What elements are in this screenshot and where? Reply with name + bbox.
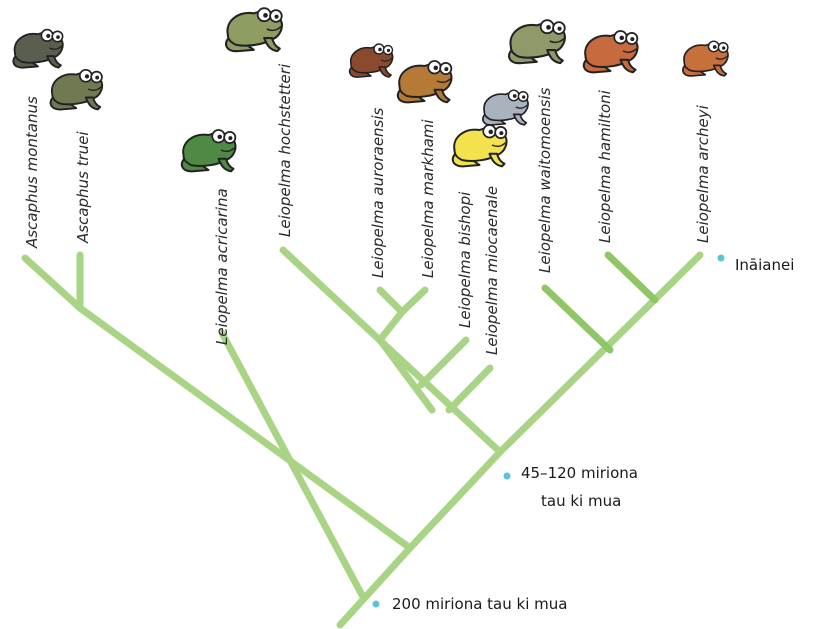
frog-icon xyxy=(13,30,62,68)
branch-aurora-markhami-stem xyxy=(380,340,432,410)
species-label-ascaphus-montanus: Ascaphus montanus xyxy=(23,96,41,249)
species-label-leiopelma-miocaenale: Leiopelma miocaenale xyxy=(483,186,501,355)
branch-aurora-markhami-node xyxy=(380,312,402,340)
middle-label-line1: 45–120 miriona xyxy=(521,464,638,482)
branch-bishopi xyxy=(421,340,466,385)
frog-icon xyxy=(683,41,728,76)
branch-acricarina xyxy=(222,333,363,597)
middle-marker-dot xyxy=(504,473,511,480)
species-label-leiopelma-markhami: Leiopelma markhami xyxy=(419,119,437,278)
branch-markhami xyxy=(402,290,425,312)
root-marker-dot xyxy=(373,601,380,608)
time-markers: Ināianei 45–120 miriona tau ki mua 200 m… xyxy=(373,255,795,614)
present-marker-dot xyxy=(718,255,725,262)
tree-branches xyxy=(25,250,700,625)
frog-icon xyxy=(584,31,638,72)
present-label: Ināianei xyxy=(735,256,794,274)
frog-icon xyxy=(483,90,528,125)
frog-icon xyxy=(350,44,393,77)
species-labels: Ascaphus montanus Ascaphus truei Leiopel… xyxy=(23,63,712,355)
branch-ascaphus-montanus xyxy=(25,258,80,308)
species-label-leiopelma-archeyi: Leiopelma archeyi xyxy=(694,104,712,243)
frog-icon xyxy=(398,61,452,102)
branch-miocaenale xyxy=(449,368,490,410)
species-label-leiopelma-acricarina: Leiopelma acricarina xyxy=(213,188,231,345)
frog-icon xyxy=(509,20,565,63)
species-label-leiopelma-waitomoensis: Leiopelma waitomoensis xyxy=(536,87,554,273)
species-label-leiopelma-hochstetteri: Leiopelma hochstetteri xyxy=(276,63,294,237)
frog-icon xyxy=(226,8,282,51)
branch-trunk xyxy=(340,548,410,625)
frog-icon xyxy=(453,125,507,166)
branch-auroraensis xyxy=(380,290,402,312)
branch-hamiltoni-node xyxy=(608,255,655,300)
branch-ascaphus-stem xyxy=(80,308,410,548)
species-label-leiopelma-bishopi: Leiopelma bishopi xyxy=(456,191,474,328)
frog-icon xyxy=(51,70,103,110)
branch-leiopelma-stem xyxy=(410,452,500,548)
branch-waitomoensis-node xyxy=(545,288,610,350)
frog-icon xyxy=(182,130,236,171)
root-label: 200 miriona tau ki mua xyxy=(392,595,567,613)
species-label-ascaphus-truei: Ascaphus truei xyxy=(74,131,92,244)
middle-label-line2: tau ki mua xyxy=(541,492,621,510)
branch-main-right xyxy=(500,255,700,452)
species-label-leiopelma-hamiltoni: Leiopelma hamiltoni xyxy=(596,89,614,243)
species-label-leiopelma-auroraensis: Leiopelma auroraensis xyxy=(369,107,387,278)
